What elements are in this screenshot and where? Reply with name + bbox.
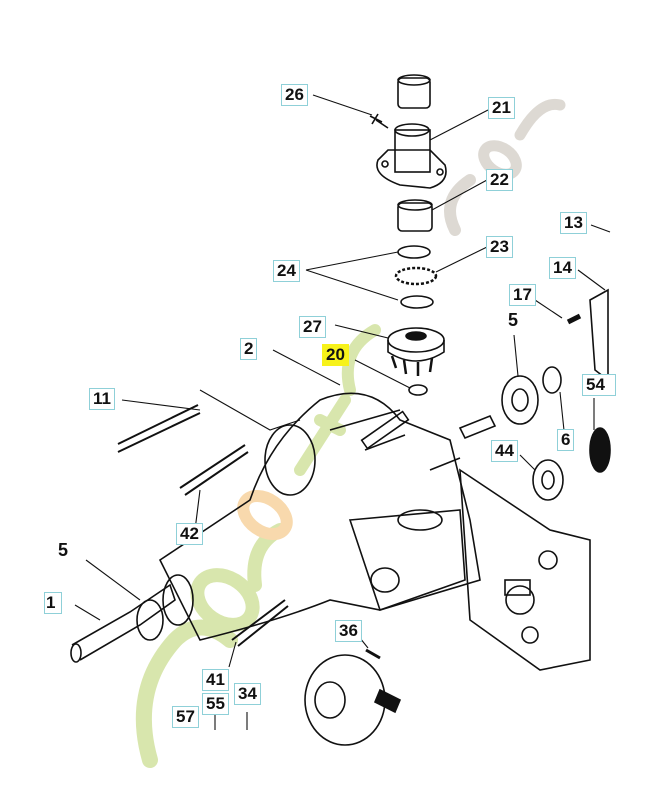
thrust-bearing-23 <box>394 266 438 286</box>
part-label-21: 21 <box>488 97 515 119</box>
washer-24a <box>397 245 431 259</box>
part-label-42: 42 <box>176 523 203 545</box>
part-label-6: 6 <box>557 429 575 451</box>
part-label-17: 17 <box>509 284 536 306</box>
part-label-41: 41 <box>202 669 229 691</box>
axle-shaft-1 <box>70 574 194 663</box>
part-label-20-highlighted[interactable]: 20 <box>322 344 349 366</box>
pulley-34 <box>304 654 402 746</box>
part-label-24: 24 <box>273 260 300 282</box>
key-36 <box>365 648 381 660</box>
part-label-11: 11 <box>89 388 115 410</box>
bolt-42 <box>179 444 249 496</box>
flange-housing-21 <box>376 123 447 189</box>
part-label-5-right: 5 <box>508 310 519 330</box>
part-label-27: 27 <box>299 316 326 338</box>
bushing-22 <box>397 199 433 232</box>
part-label-44: 44 <box>491 440 518 462</box>
part-label-14: 14 <box>549 257 576 279</box>
part-label-54: 54 <box>582 374 616 396</box>
snap-ring-20 <box>408 384 428 396</box>
screw-26 <box>369 113 389 129</box>
leader-lines <box>74 94 611 730</box>
bolt-41 <box>231 599 289 647</box>
part-label-23: 23 <box>486 236 513 258</box>
part-label-2: 2 <box>240 338 258 360</box>
part-label-13: 13 <box>560 212 587 234</box>
upper-bushing <box>397 74 431 109</box>
part-label-57: 57 <box>172 706 199 728</box>
watermark-logo <box>135 98 566 768</box>
washer-24b <box>400 295 434 309</box>
gear-27 <box>387 327 445 376</box>
part-label-1: 1 <box>44 592 63 614</box>
part-label-26: 26 <box>281 84 308 106</box>
part-label-5-left: 5 <box>58 540 69 560</box>
part-label-36: 36 <box>335 620 362 642</box>
right-bracket <box>459 468 591 671</box>
part-label-34: 34 <box>234 683 261 705</box>
part-label-22: 22 <box>486 169 513 191</box>
part-label-55: 55 <box>202 693 229 715</box>
bolt-11 <box>117 404 201 453</box>
right-side-parts <box>458 288 611 501</box>
